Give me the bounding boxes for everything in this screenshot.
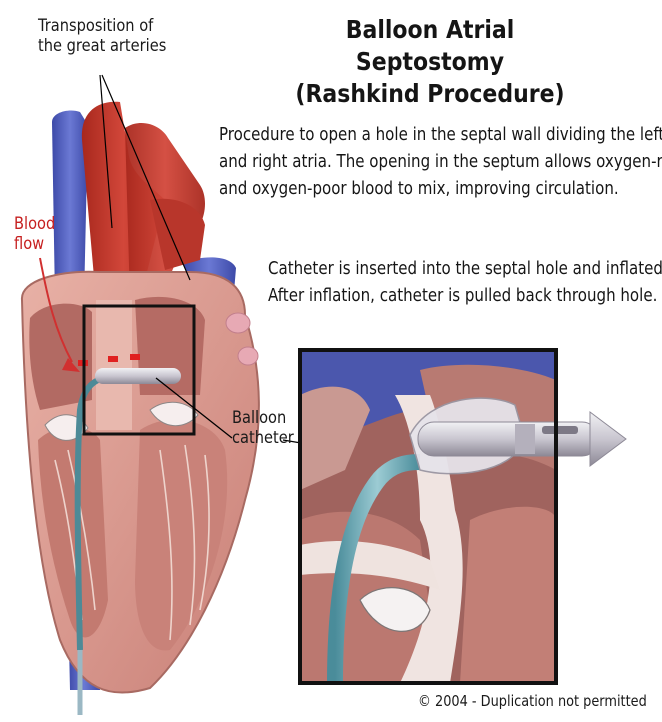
blood-flow-label-line-1: Blood — [14, 214, 55, 234]
page-title: Balloon Atrial Septostomy (Rashkind Proc… — [272, 14, 589, 110]
description-line-1: Procedure to open a hole in the septal w… — [219, 122, 600, 149]
balloon-catheter-label-line-2: catheter — [232, 428, 294, 448]
description-line-2: and right atria. The opening in the sept… — [219, 149, 600, 176]
atrial-septum — [96, 300, 132, 430]
transposition-label-line-1: Transposition of — [38, 16, 166, 36]
blood-flow-label-line-2: flow — [14, 234, 55, 254]
pulmonary-vein-stub-1 — [226, 313, 250, 333]
catheter-note-line-1: Catheter is inserted into the septal hol… — [268, 256, 607, 283]
balloon-catheter-small — [95, 368, 181, 384]
balloon-catheter-label: Balloon catheter — [232, 408, 294, 448]
magnified-inset — [300, 350, 556, 683]
right-ventricle — [38, 427, 108, 638]
catheter-note-line-2: After inflation, catheter is pulled back… — [268, 283, 607, 310]
copyright-notice: © 2004 - Duplication not permitted — [418, 692, 647, 710]
transposition-label-line-2: the great arteries — [38, 36, 166, 56]
title-line-1: Balloon Atrial Septostomy — [272, 14, 589, 78]
pulmonary-vein-stub-2 — [238, 347, 258, 365]
title-line-2: (Rashkind Procedure) — [272, 78, 589, 110]
left-ventricle — [135, 420, 227, 651]
catheter-note: Catheter is inserted into the septal hol… — [268, 256, 662, 316]
description-line-3: and oxygen-poor blood to mix, improving … — [219, 176, 600, 203]
balloon-catheter-label-line-1: Balloon — [232, 408, 294, 428]
procedure-description: Procedure to open a hole in the septal w… — [219, 122, 662, 212]
blood-flow-label: Blood flow — [14, 214, 55, 254]
transposition-label: Transposition of the great arteries — [38, 16, 166, 56]
